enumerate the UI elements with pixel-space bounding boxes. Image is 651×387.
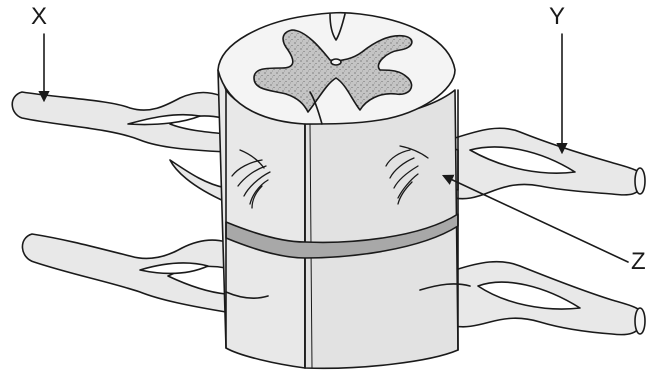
upper-left-spinal-nerve (12, 92, 226, 202)
spinal-cord-column (218, 13, 458, 369)
label-y: Y (549, 5, 565, 29)
label-z: Z (631, 250, 646, 274)
lower-left-spinal-nerve (22, 234, 226, 312)
label-x: X (31, 5, 47, 29)
lower-right-spinal-nerve (455, 262, 645, 335)
